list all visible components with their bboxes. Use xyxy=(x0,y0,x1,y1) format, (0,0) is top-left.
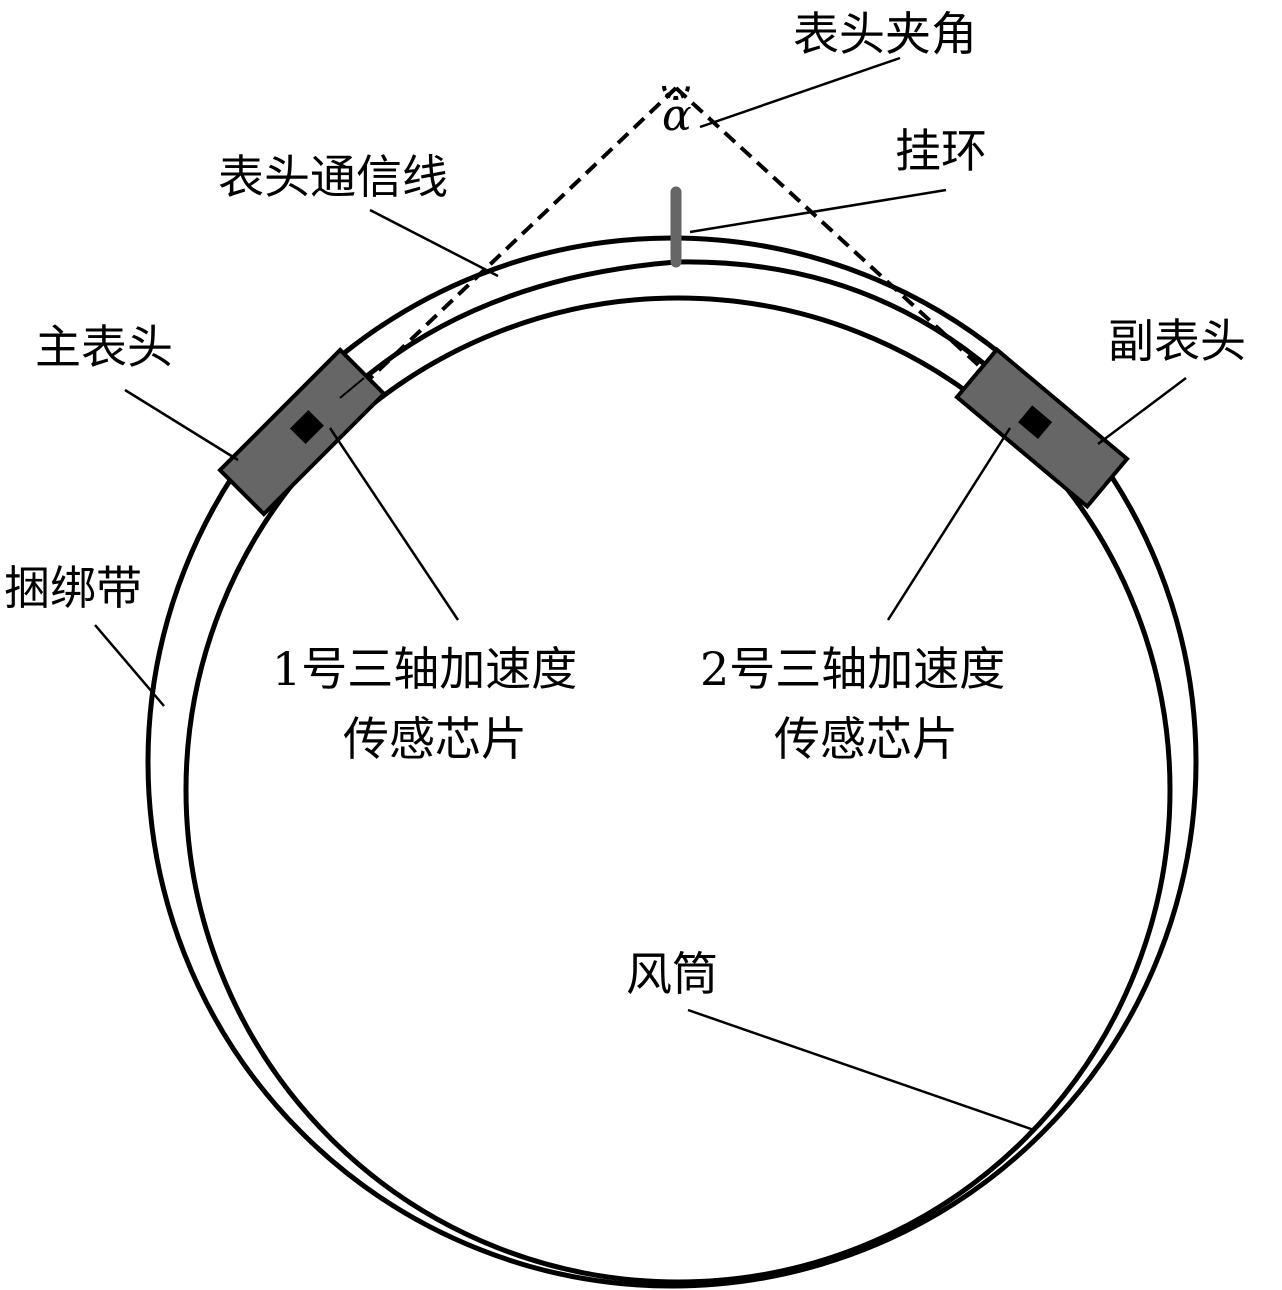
label-sensor2-line2: 传感芯片 xyxy=(774,712,958,766)
leader-ring xyxy=(689,188,947,234)
label-sensor1-line1: 1号三轴加速度 xyxy=(272,642,577,696)
angle-dashed-left xyxy=(320,86,678,426)
label-meter-angle: 表头夹角 xyxy=(793,7,977,61)
sensor-chip-2 xyxy=(1018,405,1053,439)
leader-main-meter xyxy=(124,388,239,462)
label-hanging-ring: 挂环 xyxy=(895,124,987,178)
label-strap: 捆绑带 xyxy=(4,561,142,615)
label-alpha: α xyxy=(662,90,692,141)
sensor-chip-1 xyxy=(289,410,324,445)
leader-comm-line xyxy=(369,208,499,278)
leader-duct xyxy=(687,1008,1035,1132)
label-duct: 风筒 xyxy=(626,947,718,1001)
main-meter xyxy=(217,347,387,517)
label-main-meter: 主表头 xyxy=(35,320,173,374)
label-comm-line: 表头通信线 xyxy=(218,150,448,204)
comm-line xyxy=(318,259,1022,422)
label-sub-meter: 副表头 xyxy=(1108,314,1246,368)
angle-arc xyxy=(662,85,690,100)
main-meter-wire xyxy=(339,377,365,399)
angle-dashed-right xyxy=(674,86,1036,418)
leader-angle xyxy=(699,56,901,129)
duct-circle xyxy=(183,295,1173,1285)
sub-meter xyxy=(954,346,1130,510)
label-sensor2-line1: 2号三轴加速度 xyxy=(700,642,1005,696)
leader-strap xyxy=(94,624,165,707)
leader-sub-meter xyxy=(1097,377,1187,445)
label-sensor1-line2: 传感芯片 xyxy=(343,712,527,766)
leader-sensor1 xyxy=(328,427,460,621)
leader-sensor2 xyxy=(886,427,1012,621)
